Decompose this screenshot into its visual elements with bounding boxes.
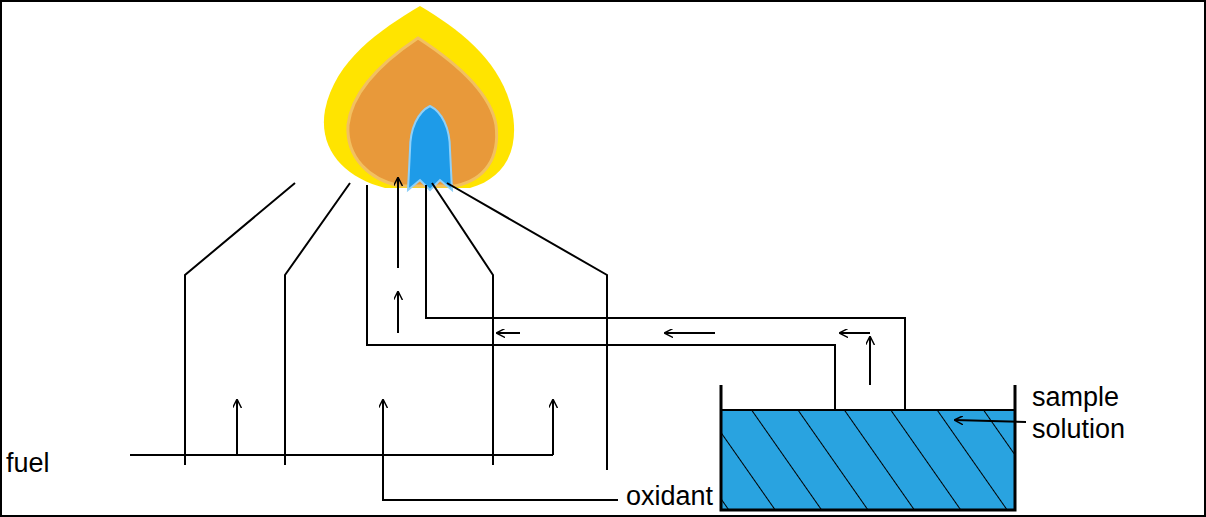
- oxidant-line: [383, 455, 618, 500]
- inner-cone: [408, 106, 452, 190]
- liquid-hatching: [721, 410, 1015, 509]
- sample-solution-label: sample solution: [1032, 381, 1150, 446]
- beaker: [721, 385, 1015, 510]
- fuel-label: fuel: [6, 447, 116, 479]
- leader-line: [955, 420, 1026, 422]
- burner-walls: [185, 183, 607, 470]
- sample-liquid: [721, 410, 1015, 509]
- liquid-surface: [721, 409, 1015, 411]
- oxidant-label: oxidant: [626, 480, 766, 512]
- fuel-line: [130, 454, 553, 456]
